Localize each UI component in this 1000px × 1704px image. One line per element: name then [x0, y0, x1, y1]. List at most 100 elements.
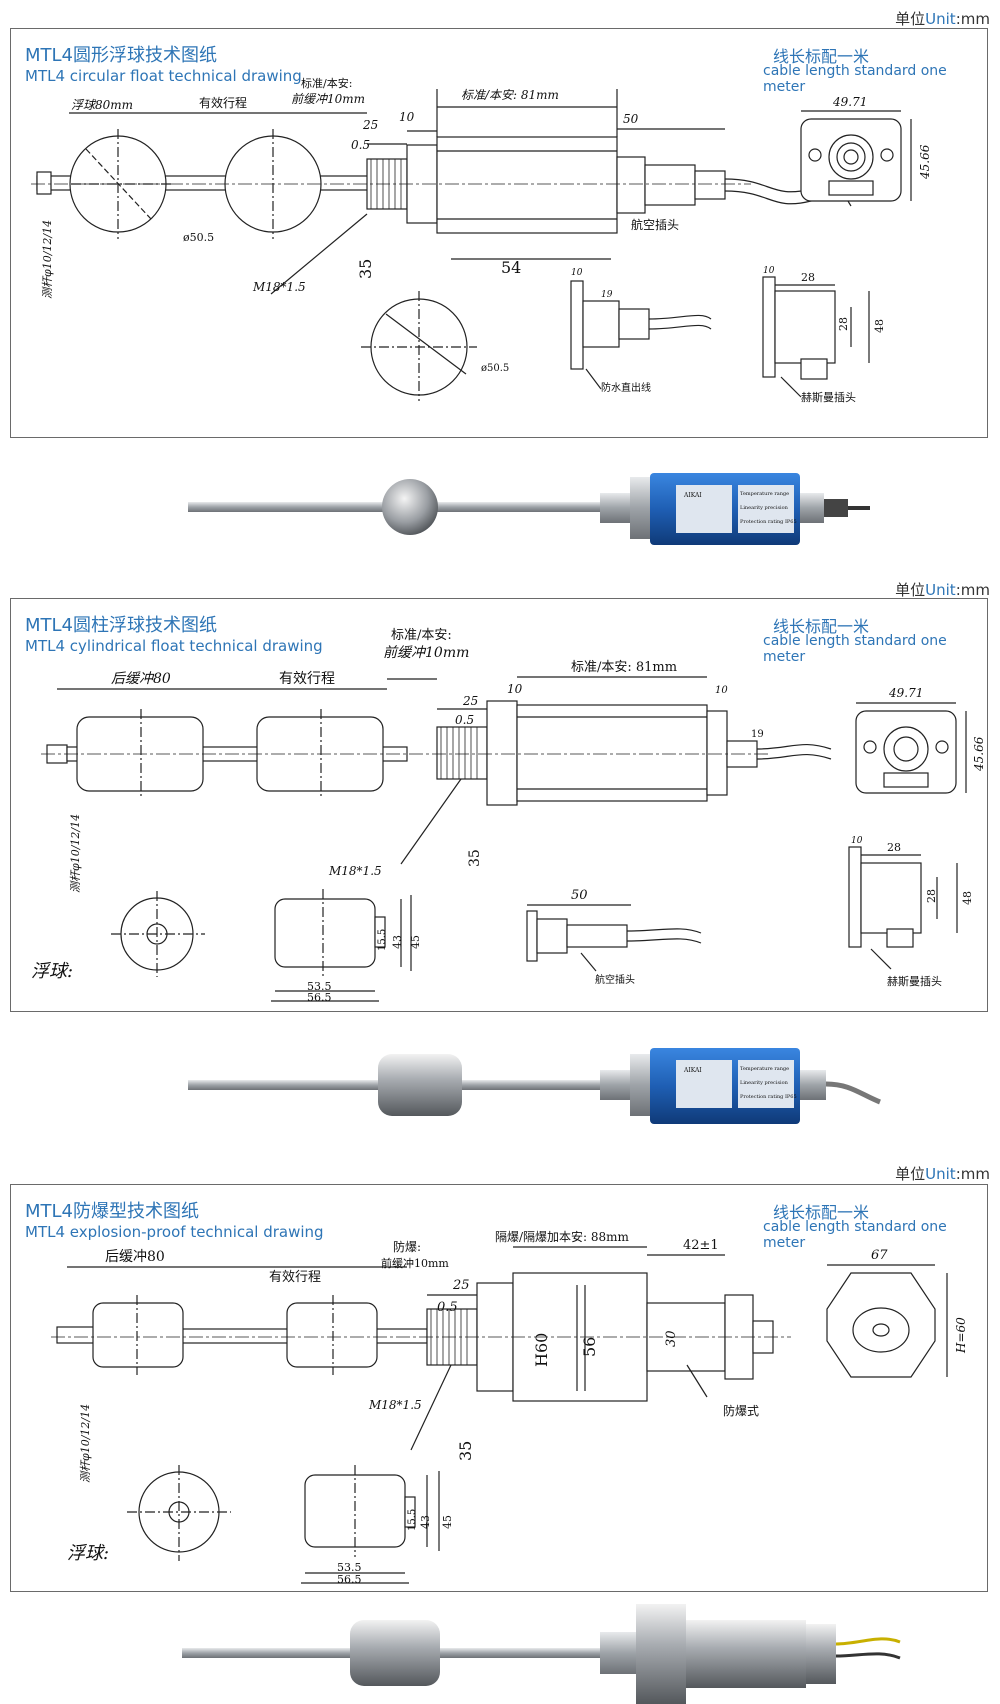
dim-h28: 28	[925, 889, 938, 903]
cable-note-cn: 线长标配一米	[773, 1203, 870, 1222]
product-photo-circular: AIKAI Temperature range Linearity precis…	[188, 473, 870, 545]
dim-h60: H60	[532, 1333, 551, 1367]
dim-25: 25	[362, 118, 378, 132]
photo-label-1: AIKAI	[683, 492, 702, 499]
dim-4971: 49.71	[832, 95, 867, 109]
dim-4566: 45.66	[918, 144, 932, 180]
dim-19: 19	[601, 290, 613, 300]
dim-stroke: 有效行程	[279, 671, 335, 687]
dim-phi-2: ø50.5	[481, 363, 509, 374]
dim-54: 54	[501, 258, 521, 277]
dim-stroke: 有效行程	[199, 95, 247, 110]
panel-title-cn: MTL4圆形浮球技术图纸	[25, 45, 218, 66]
dim-155: 15.5	[377, 929, 388, 951]
dim-std-len: 标准/本安: 81mm	[461, 88, 559, 102]
dim-28: 28	[801, 271, 815, 284]
dim-28: 28	[887, 841, 901, 854]
dim-float: 浮球80mm	[71, 98, 133, 112]
dim-25: 25	[462, 694, 478, 708]
dim-45: 45	[441, 1515, 454, 1529]
dim-10: 10	[507, 682, 523, 696]
dim-buffer: 前缓冲10mm	[381, 1256, 449, 1270]
dim-h48: 48	[873, 319, 886, 333]
drawing-panel-cylindrical: MTL4圆柱浮球技术图纸 MTL4 cylindrical float tech…	[10, 598, 988, 1012]
label-aviation: 航空插头	[631, 217, 679, 232]
dim-10c: 10	[851, 836, 863, 846]
dim-buffer: 前缓冲10mm	[291, 92, 365, 106]
dim-565: 56.5	[307, 991, 332, 1004]
dim-m18: M18*1.5	[252, 280, 306, 294]
dim-10: 10	[399, 110, 415, 124]
dim-m18: M18*1.5	[368, 1398, 422, 1412]
drawing-panel-circular: MTL4圆形浮球技术图纸 MTL4 circular float technic…	[10, 28, 988, 438]
label-float: 浮球:	[67, 1543, 109, 1564]
dim-19: 19	[751, 729, 764, 740]
product-photo-cylindrical: AIKAI Temperature range Linearity precis…	[188, 1048, 881, 1124]
cable-note-cn: 线长标配一米	[773, 617, 870, 636]
dim-10c: 10	[763, 266, 775, 276]
dim-std: 标准/本安:	[391, 628, 452, 643]
dim-rear: 后缓冲80	[105, 1249, 165, 1265]
dim-buffer: 前缓冲10mm	[383, 645, 469, 661]
dim-4566: 45.66	[972, 736, 986, 772]
dim-35: 35	[456, 1441, 475, 1461]
dim-4971: 49.71	[888, 686, 923, 700]
unit-label-3: 单位Unit:mm	[895, 1165, 990, 1183]
dim-exp: 防爆:	[393, 1239, 421, 1254]
dim-h28: 28	[837, 317, 850, 331]
dim-42: 42±1	[683, 1238, 719, 1253]
panel-title-en: MTL4 cylindrical float technical drawing	[25, 637, 323, 655]
dim-10b: 10	[571, 268, 583, 278]
dim-50: 50	[623, 112, 639, 126]
dim-05: 0.5	[455, 713, 474, 727]
cable-note-en: cable length standard one meter	[763, 1219, 947, 1251]
dim-565: 56.5	[337, 1573, 362, 1586]
dim-535: 53.5	[337, 1561, 362, 1574]
dim-m18: M18*1.5	[328, 864, 382, 878]
photo-spec-1b: Linearity precision	[740, 505, 789, 511]
label-exproof: 防爆式	[723, 1403, 759, 1418]
cable-note-en: cable length standard one meter	[763, 63, 947, 95]
photo-spec-2c: Protection rating IP65	[740, 1094, 797, 1100]
dim-30: 30	[664, 1330, 679, 1347]
label-hirschmann: 赫斯曼插头	[801, 390, 856, 404]
dim-hh60: H=60	[954, 1317, 968, 1354]
photo-label-2: AIKAI	[683, 1067, 702, 1074]
unit-label-2: 单位Unit:mm	[895, 581, 990, 599]
dim-535: 53.5	[307, 980, 332, 993]
dim-std: 标准/本安:	[301, 76, 352, 90]
dim-phi: ø50.5	[183, 231, 214, 244]
product-photo-explosion-proof	[182, 1604, 901, 1704]
dim-h48: 48	[961, 891, 974, 905]
dim-stroke: 有效行程	[269, 1270, 321, 1285]
panel-title-en: MTL4 circular float technical drawing	[25, 67, 302, 85]
dim-35: 35	[356, 259, 375, 279]
cable-note-cn: 线长标配一米	[773, 47, 870, 66]
dim-25: 25	[452, 1278, 470, 1293]
dim-45: 45	[409, 935, 422, 949]
dim-43: 43	[391, 935, 404, 949]
photo-spec-2b: Linearity precision	[740, 1080, 789, 1086]
label-waterproof: 防水直出线	[601, 381, 651, 394]
photo-spec-1: Temperature range	[740, 491, 789, 497]
unit-label-1: 单位Unit:mm	[895, 10, 990, 28]
dim-10r: 10	[715, 685, 728, 696]
photo-spec-2: Temperature range	[740, 1066, 789, 1072]
technical-drawing-1: 浮球80mm 有效行程 标准/本安: 前缓冲10mm 标准/本安: 81mm 2…	[31, 76, 932, 404]
dim-rod: 测杆φ10/12/14	[41, 220, 54, 299]
label-aviation: 航空插头	[595, 973, 635, 986]
dim-05: 0.5	[437, 1300, 458, 1315]
dim-rod: 测杆φ10/12/14	[69, 814, 82, 893]
dim-155: 15.5	[407, 1509, 418, 1531]
dim-43: 43	[419, 1515, 432, 1529]
dim-std-len: 标准/本安: 81mm	[571, 660, 677, 675]
panel-title-cn: MTL4圆柱浮球技术图纸	[25, 615, 218, 636]
technical-drawing-2: 后缓冲80 有效行程 标准/本安: 前缓冲10mm 标准/本安: 81mm 25…	[31, 628, 986, 1004]
dim-rear: 后缓冲80	[111, 671, 171, 687]
panel-title-en: MTL4 explosion-proof technical drawing	[25, 1223, 324, 1241]
label-hirschmann: 赫斯曼插头	[887, 974, 942, 988]
dim-std-len: 隔爆/隔爆加本安: 88mm	[495, 1229, 630, 1244]
dim-35: 35	[467, 849, 483, 867]
photo-spec-1c: Protection rating IP65	[740, 519, 797, 525]
drawing-panel-explosion-proof: MTL4防爆型技术图纸 MTL4 explosion-proof technic…	[10, 1184, 988, 1592]
